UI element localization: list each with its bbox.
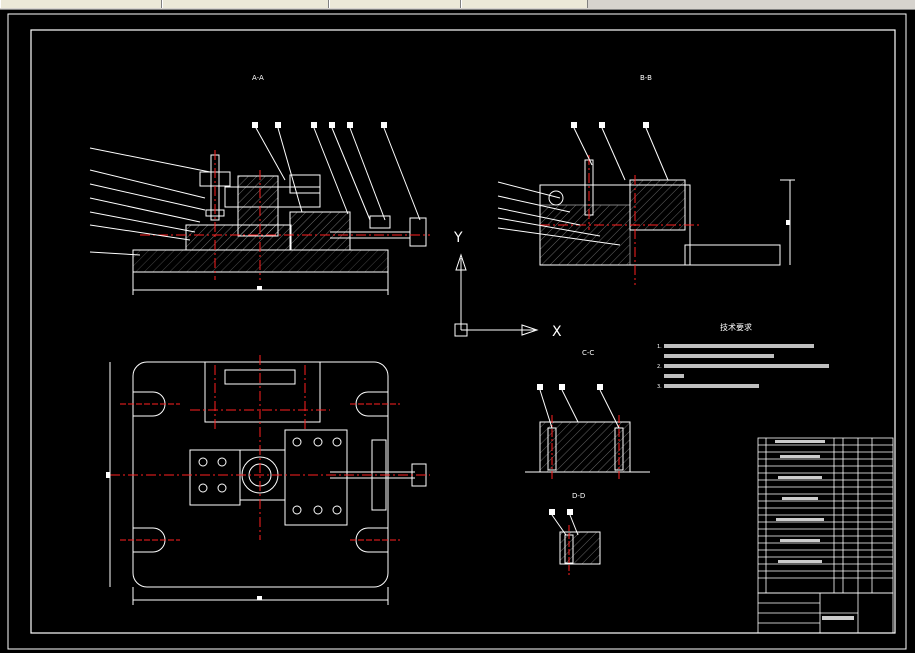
document-tab-strip [0, 0, 915, 10]
notes-line-2-number: 2. [657, 364, 662, 370]
view-plan [106, 355, 430, 605]
cad-drawing-canvas[interactable]: A-A [0, 10, 915, 653]
view-label-dd: D-D [572, 492, 585, 500]
view-section-aa: A-A [89, 74, 430, 295]
document-tab-3[interactable] [329, 0, 461, 8]
view-section-bb: B-B [497, 74, 795, 285]
view-label-aa: A-A [252, 74, 264, 82]
notes-line-3-number: 3. [657, 384, 662, 390]
view-label-cc: C-C [582, 349, 594, 357]
view-section-cc: C-C [525, 349, 650, 480]
ucs-y-label: Y [453, 230, 463, 246]
inner-drawing-frame [30, 29, 896, 634]
view-label-bb: B-B [640, 74, 652, 82]
document-tab-2[interactable] [162, 0, 329, 8]
parts-list-table [757, 437, 894, 634]
ucs-x-label: X [552, 324, 562, 340]
notes-line-1-number: 1. [657, 344, 662, 350]
document-tab-4[interactable] [461, 0, 588, 8]
technical-notes: 技术要求 1. 2. 3. [657, 322, 829, 390]
notes-title: 技术要求 [720, 322, 752, 332]
view-section-dd: D-D [549, 492, 601, 575]
outer-sheet-border [7, 13, 907, 650]
parts-list-rows [758, 444, 893, 579]
document-tab-1[interactable] [0, 0, 162, 8]
ucs-axis-icon: Y X [453, 230, 562, 340]
